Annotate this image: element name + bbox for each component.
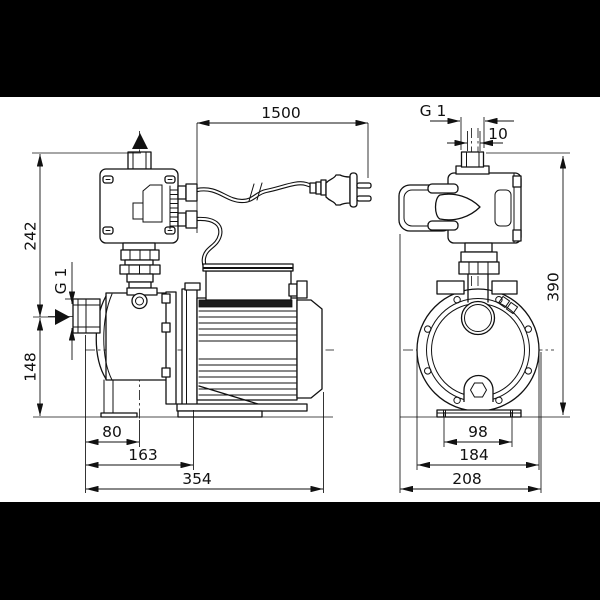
terminal-box xyxy=(202,263,308,301)
dim-80: 80 xyxy=(85,335,140,493)
dim-label-80: 80 xyxy=(102,423,122,441)
dim-label-208: 208 xyxy=(452,470,482,488)
dim-height-242: 242 xyxy=(22,152,141,318)
dim-cable-length: 1500 xyxy=(196,104,369,233)
pump-housing-front xyxy=(416,288,540,412)
pressure-switch xyxy=(99,133,198,244)
mounting-slots xyxy=(443,409,513,418)
dim-label-184: 184 xyxy=(459,446,489,464)
pump-casing xyxy=(95,292,173,418)
casing-boss-right xyxy=(491,280,518,295)
clip-detail xyxy=(505,301,519,315)
plug-face xyxy=(349,172,358,208)
dim-label-390: 390 xyxy=(545,272,563,302)
clip-detail xyxy=(497,295,511,309)
front-view: G 1 10 390 98 184 xyxy=(398,102,570,493)
motor xyxy=(196,297,323,401)
outlet-direction-arrow xyxy=(132,133,148,149)
outlet-pipe xyxy=(460,151,485,168)
letterbox-top xyxy=(0,0,600,97)
letterbox-bottom xyxy=(0,502,600,600)
dim-208: 208 xyxy=(399,234,542,493)
pump-foot xyxy=(176,385,308,418)
motor-cable-gland xyxy=(288,283,298,297)
dim-label-163: 163 xyxy=(128,446,158,464)
dim-label-1500: 1500 xyxy=(261,104,300,122)
dim-label-98: 98 xyxy=(468,423,488,441)
dim-offset-10: 10 xyxy=(447,125,508,151)
cable-gland-lower xyxy=(177,212,187,227)
dim-height-148: 148 xyxy=(22,318,44,416)
plug-pin xyxy=(356,182,372,189)
power-plug xyxy=(309,172,372,208)
plug-body xyxy=(325,174,351,206)
filler-plug xyxy=(131,292,148,310)
fan-cover xyxy=(296,299,323,399)
base-plate-front xyxy=(436,409,522,418)
dim-184: 184 xyxy=(416,352,540,470)
pressure-switch-front xyxy=(398,151,522,244)
union-fittings xyxy=(119,242,161,310)
switch-button xyxy=(132,202,144,220)
cable-gland-upper xyxy=(177,185,187,200)
union-fittings-front xyxy=(458,242,500,275)
casing-boss-left xyxy=(436,280,465,295)
discharge-port xyxy=(460,300,496,336)
dim-label-242: 242 xyxy=(22,221,40,251)
switch-window xyxy=(142,184,163,223)
side-view: 1500 242 G 1 148 80 163 xyxy=(22,104,372,493)
flow-direction-arrow xyxy=(55,309,70,325)
dim-height-390: 390 xyxy=(486,152,570,415)
dim-label-10: 10 xyxy=(488,125,508,143)
dim-163: 163 xyxy=(86,410,194,470)
dim-inlet-thread: G 1 xyxy=(52,262,80,360)
dim-354: 354 xyxy=(86,392,324,493)
dim-label-g1-side: G 1 xyxy=(52,268,70,295)
clamp-flange xyxy=(161,282,201,408)
dim-label-g1-front: G 1 xyxy=(420,102,447,120)
drain-plug-hex xyxy=(469,382,488,398)
dim-98: 98 xyxy=(443,412,513,447)
dim-label-148: 148 xyxy=(22,352,40,382)
cover-leaf xyxy=(434,193,481,221)
dim-label-354: 354 xyxy=(182,470,212,488)
cable-break-mark xyxy=(248,182,263,202)
suction-port xyxy=(72,298,101,334)
clip-tab xyxy=(427,220,459,231)
drain-plug-boss xyxy=(463,374,494,402)
outlet-port xyxy=(127,151,152,170)
clip-tab xyxy=(427,183,459,194)
plug-pin xyxy=(356,195,372,202)
terminal-comb xyxy=(169,185,179,230)
motor-top-band xyxy=(198,299,293,308)
